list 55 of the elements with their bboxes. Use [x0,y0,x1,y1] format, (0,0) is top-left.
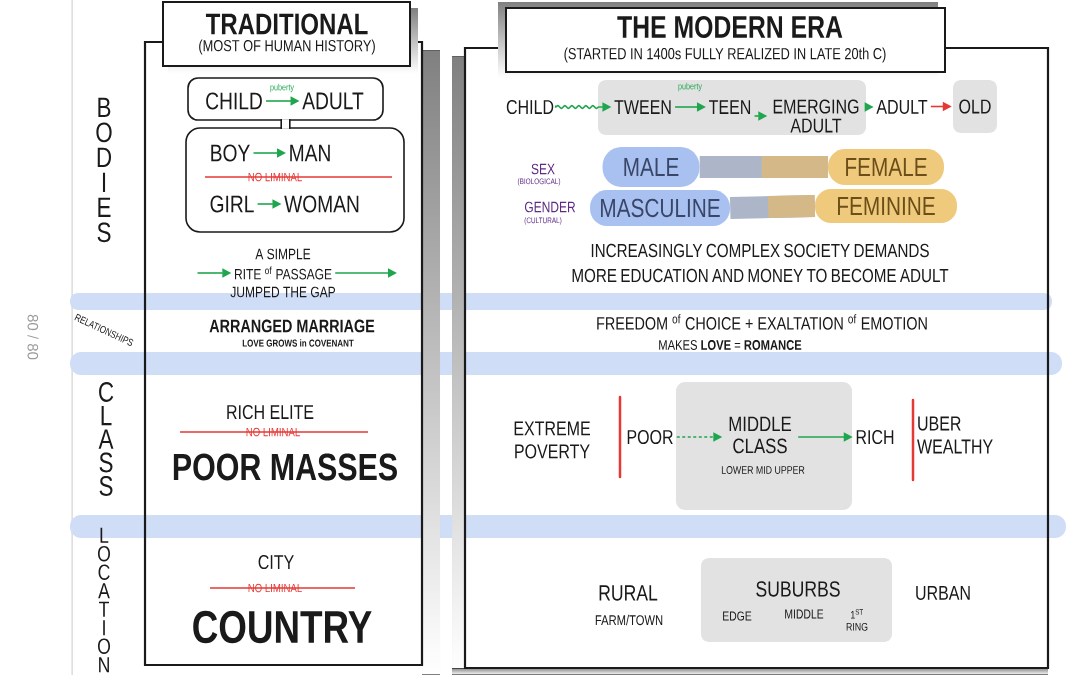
note-text: (BIOLOGICAL) [517,178,561,186]
stage-label: CHILD [206,92,262,110]
stage-label: RICH [856,429,894,445]
stage-label: BOY [211,144,250,162]
shaded-box: OLD [953,80,997,133]
stage-label: TWEEN [614,100,671,114]
note-text: ARRANGED MARRIAGE [209,319,375,333]
note-text: EXTREME POVERTY [514,421,590,459]
shaded-box [598,80,866,135]
spectrum-bar [699,156,828,178]
page-counter: 80 / 80 [27,314,39,360]
row-label: BODIES [96,97,112,243]
stage-label: GIRL [210,195,254,213]
heading-box: TRADITIONAL (MOST OF HUMAN HISTORY) [162,1,418,74]
stage-label: MIDDLE CLASS [729,416,791,454]
note-text: MAKES LOVE = ROMANCE [659,340,802,350]
note-text: FREEDOM $^{of}$ CHOICE + EXALTATION $^{of}$ EMOTION [597,314,927,330]
stage-label: CHILD [506,99,554,115]
note-text: SEX [531,163,555,175]
stage-label: ADULT [876,100,928,114]
edge-label: puberty [677,81,703,93]
note-text: (CULTURAL) [524,217,562,225]
stage-label: WOMAN [284,195,359,213]
note-text: RICH ELITE [227,404,314,420]
spectrum-bar [729,195,816,219]
edge-label: puberty [269,82,295,94]
note-text: UBER WEALTHY [917,416,993,454]
highlight-blob: FEMININE [815,189,957,223]
stage-label: MAN [290,144,330,162]
headline-text: COUNTRY [193,610,372,644]
note-text: URBAN [916,586,970,600]
shaded-box: SUBURBS EDGE MIDDLE 1$^{ST}$ RING [701,558,892,642]
stage-label: TEEN [709,100,751,114]
note-text: GENDER [524,201,576,213]
stage-label: POOR [627,429,673,445]
heading-box: THE MODERN ERA (STARTED IN 1400s FULLY REALIZED IN LATE 20th C) [498,2,946,78]
row-label: CLASS [98,382,114,496]
stage-label: ADULT [302,92,364,110]
caption-text: A SIMPLE RITE $^{of}$ PASSAGE JUMPED THE GAP [230,248,336,298]
highlight-blob: MALE [602,147,700,187]
highlight-blob: FEMALE [828,149,944,185]
row-label: LOCATION [98,527,110,673]
headline-text: POOR MASSES [173,453,397,481]
stage-label: EMERGING ADULT [773,99,859,133]
note-text: FARM/TOWN [595,614,663,626]
arrow [334,268,397,278]
shaded-box [676,382,852,510]
note-text: LOVE GROWS in COVENANT [242,339,354,347]
note-text: LOWER MID UPPER [721,466,805,474]
connector-neck [280,119,291,129]
divider-band [70,352,1062,375]
note-text: INCREASINGLY COMPLEX SOCIETY DEMANDS MORE EDUCATION AND MONEY TO BECOME ADULT [572,243,949,283]
note-text: RURAL [599,585,658,601]
rounded-box [187,77,384,121]
highlight-blob: MASCULINE [590,190,730,226]
